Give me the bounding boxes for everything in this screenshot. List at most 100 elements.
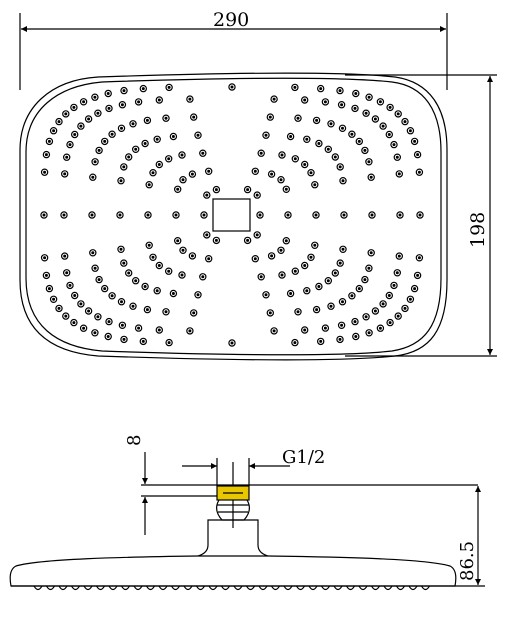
nozzle-outer [253, 231, 261, 239]
nozzle-dot [268, 115, 272, 119]
nozzle-outer [124, 153, 133, 161]
nozzle-bump [208, 585, 218, 591]
nozzle-dot [68, 283, 72, 287]
nozzle-dot [119, 126, 123, 130]
nozzle-bump [358, 585, 368, 591]
nozzle-outer [91, 93, 99, 101]
nozzle-bump [345, 585, 356, 591]
nozzle-outer [303, 135, 311, 143]
nozzle-dot [388, 105, 392, 109]
nozzle-dot [157, 328, 161, 332]
nozzle-bump [83, 585, 93, 591]
nozzle-bump [220, 585, 231, 591]
nozzle-outer [104, 332, 112, 341]
nozzle-outer [338, 298, 347, 306]
nozzle-outer [336, 335, 344, 344]
nozzle-outer [348, 130, 356, 138]
nozzle-dot [333, 155, 337, 159]
nozzle-dot [319, 87, 323, 91]
nozzle-outer [91, 264, 99, 272]
nozzle-dot [392, 283, 396, 287]
nozzle-outer [253, 191, 261, 199]
nozzle-outer [60, 211, 68, 219]
nozzle-outer [390, 281, 398, 290]
nozzle-dot [176, 187, 180, 191]
nozzle-outer [155, 160, 163, 169]
nozzle-dot [305, 137, 309, 141]
nozzle-outer [291, 267, 299, 275]
nozzle-outer [91, 158, 99, 166]
nozzle-outer [204, 167, 213, 175]
nozzle-outer [178, 271, 186, 279]
nozzle-outer [394, 110, 402, 118]
nozzle-bump [70, 585, 81, 591]
nozzle-dot [57, 306, 61, 310]
nozzle-dot [357, 139, 361, 143]
nozzle-outer [84, 307, 93, 315]
nozzle-outer [173, 185, 182, 193]
nozzle-dot [303, 98, 307, 102]
nozzle-dot [259, 151, 263, 155]
nozzle-outer [406, 126, 415, 135]
nozzle-outer [45, 137, 54, 146]
nozzle-dot [52, 129, 56, 133]
nozzle-dot [315, 118, 319, 122]
nozzle-outer [62, 312, 70, 320]
nozzle-outer [331, 269, 339, 277]
nozzle-outer [301, 326, 309, 334]
nozzle-dot [93, 95, 97, 99]
nozzle-outer [49, 295, 58, 303]
nozzle-dot [279, 248, 283, 252]
nozzle-outer [186, 95, 194, 103]
nozzle-dot [408, 129, 412, 133]
nozzle-outer [139, 337, 147, 346]
nozzle-outer [355, 284, 363, 293]
nozzle-dot [87, 309, 91, 313]
nozzle-dot [246, 238, 250, 242]
nozzle-outer [336, 163, 344, 171]
nozzle-outer [301, 160, 309, 169]
nozzle-dot [293, 157, 297, 161]
nozzle-bump [308, 585, 318, 591]
nozzle-outer [203, 231, 211, 239]
nozzle-outer [386, 103, 394, 112]
nozzle-dot [63, 254, 67, 258]
nozzle-outer [365, 93, 373, 101]
nozzle-bump [108, 585, 118, 591]
nozzle-outer [386, 318, 394, 327]
nozzle-dot [313, 243, 317, 247]
nozzle-outer [317, 337, 325, 346]
nozzle-dot [305, 289, 309, 293]
nozzle-outer [376, 324, 385, 332]
nozzle-dot [82, 100, 86, 104]
nozzle-dot [207, 257, 211, 261]
nozzle-outer [413, 150, 422, 159]
nozzle-dot [317, 285, 321, 289]
nozzle-outer [169, 132, 178, 141]
nozzle-dot [52, 297, 56, 301]
nozzle-outer [393, 153, 401, 161]
nozzle-outer [165, 338, 173, 347]
nozzle-outer [257, 273, 265, 281]
nozzle-dot [416, 153, 420, 157]
nozzle-bump [133, 585, 143, 591]
nozzle-dot [155, 289, 159, 293]
nozzle-outer [60, 252, 69, 260]
nozzle-outer [204, 255, 213, 263]
nozzle-bump [383, 585, 393, 591]
nozzle-dot [145, 308, 149, 312]
nozzle-dot [293, 269, 297, 273]
nozzle-dot [323, 100, 327, 104]
nozzle-dot [309, 255, 313, 259]
nozzle-outer [228, 83, 236, 91]
nozzle-dot [47, 287, 51, 291]
nozzle-outer [42, 271, 51, 280]
nozzle-dot [363, 148, 367, 152]
nozzle-bump [45, 585, 56, 591]
nozzle-dot [205, 233, 209, 237]
nozzle-bump [408, 585, 418, 591]
nozzle-dot [354, 91, 358, 95]
nozzle-dot [137, 326, 141, 330]
depth-label: 86.5 [457, 541, 478, 581]
